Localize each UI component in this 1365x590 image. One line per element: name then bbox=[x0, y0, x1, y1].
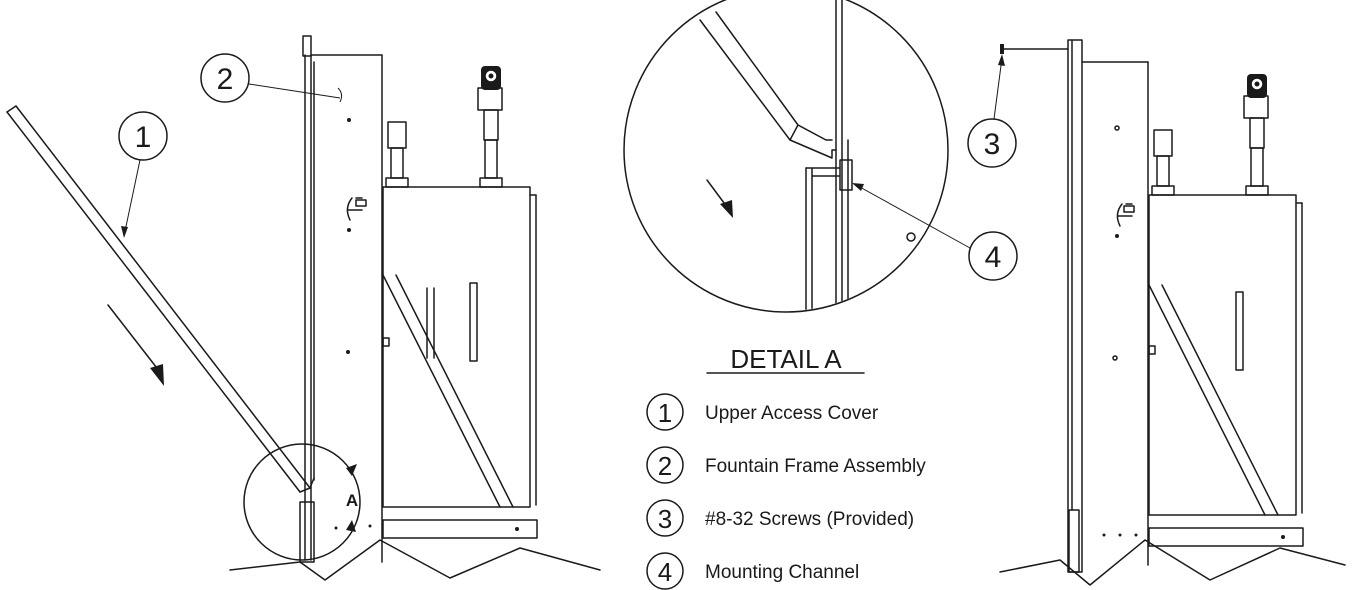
left-view: A 1 2 bbox=[6, 35, 601, 581]
fountain-frame-left bbox=[299, 35, 383, 563]
ground-line-left bbox=[229, 539, 601, 581]
detail-title: DETAIL A bbox=[730, 344, 842, 374]
callout-1: 1 bbox=[118, 111, 168, 238]
section-arrow-upper bbox=[346, 464, 357, 476]
direction-arrow-detail bbox=[706, 179, 733, 218]
callout-3-number: 3 bbox=[984, 128, 1001, 161]
screw bbox=[1000, 44, 1069, 54]
direction-arrow-left bbox=[107, 304, 164, 386]
legend: 1 Upper Access Cover 2 Fountain Frame As… bbox=[646, 393, 926, 590]
callout-1-number: 1 bbox=[135, 121, 152, 154]
detail-a-circle bbox=[623, 0, 949, 313]
legend-item-2-number: 2 bbox=[658, 451, 672, 481]
callout-2-number: 2 bbox=[217, 63, 234, 96]
legend-item-4-number: 4 bbox=[658, 557, 672, 587]
callout-4: 4 bbox=[852, 183, 1018, 281]
legend-item-4-label: Mounting Channel bbox=[705, 562, 859, 583]
section-arrow-lower bbox=[346, 520, 356, 532]
cabinet-right bbox=[1148, 74, 1304, 547]
section-letter: A bbox=[346, 491, 358, 510]
detail-a-view: 4 DETAIL A bbox=[623, 0, 1018, 374]
legend-item-2-label: Fountain Frame Assembly bbox=[705, 456, 926, 477]
legend-item-3-number: 3 bbox=[658, 504, 672, 534]
ground-line-right bbox=[999, 539, 1346, 586]
callout-2: 2 bbox=[200, 53, 341, 103]
legend-item-1-number: 1 bbox=[658, 398, 672, 428]
legend-item-3-label: #8-32 Screws (Provided) bbox=[705, 509, 914, 530]
legend-item-1-label: Upper Access Cover bbox=[705, 403, 879, 424]
fountain-frame-right bbox=[1067, 39, 1149, 573]
callout-4-number: 4 bbox=[985, 241, 1002, 274]
cabinet-left bbox=[382, 66, 538, 539]
right-view: 3 bbox=[967, 39, 1346, 586]
legend-item-3: 3 #8-32 Screws (Provided) bbox=[646, 499, 914, 537]
legend-item-4: 4 Mounting Channel bbox=[646, 552, 859, 590]
callout-3: 3 bbox=[967, 54, 1017, 168]
detail-circle-marker bbox=[243, 443, 361, 561]
legend-item-1: 1 Upper Access Cover bbox=[646, 393, 879, 431]
access-cover-panel bbox=[6, 105, 315, 493]
legend-item-2: 2 Fountain Frame Assembly bbox=[646, 446, 926, 484]
